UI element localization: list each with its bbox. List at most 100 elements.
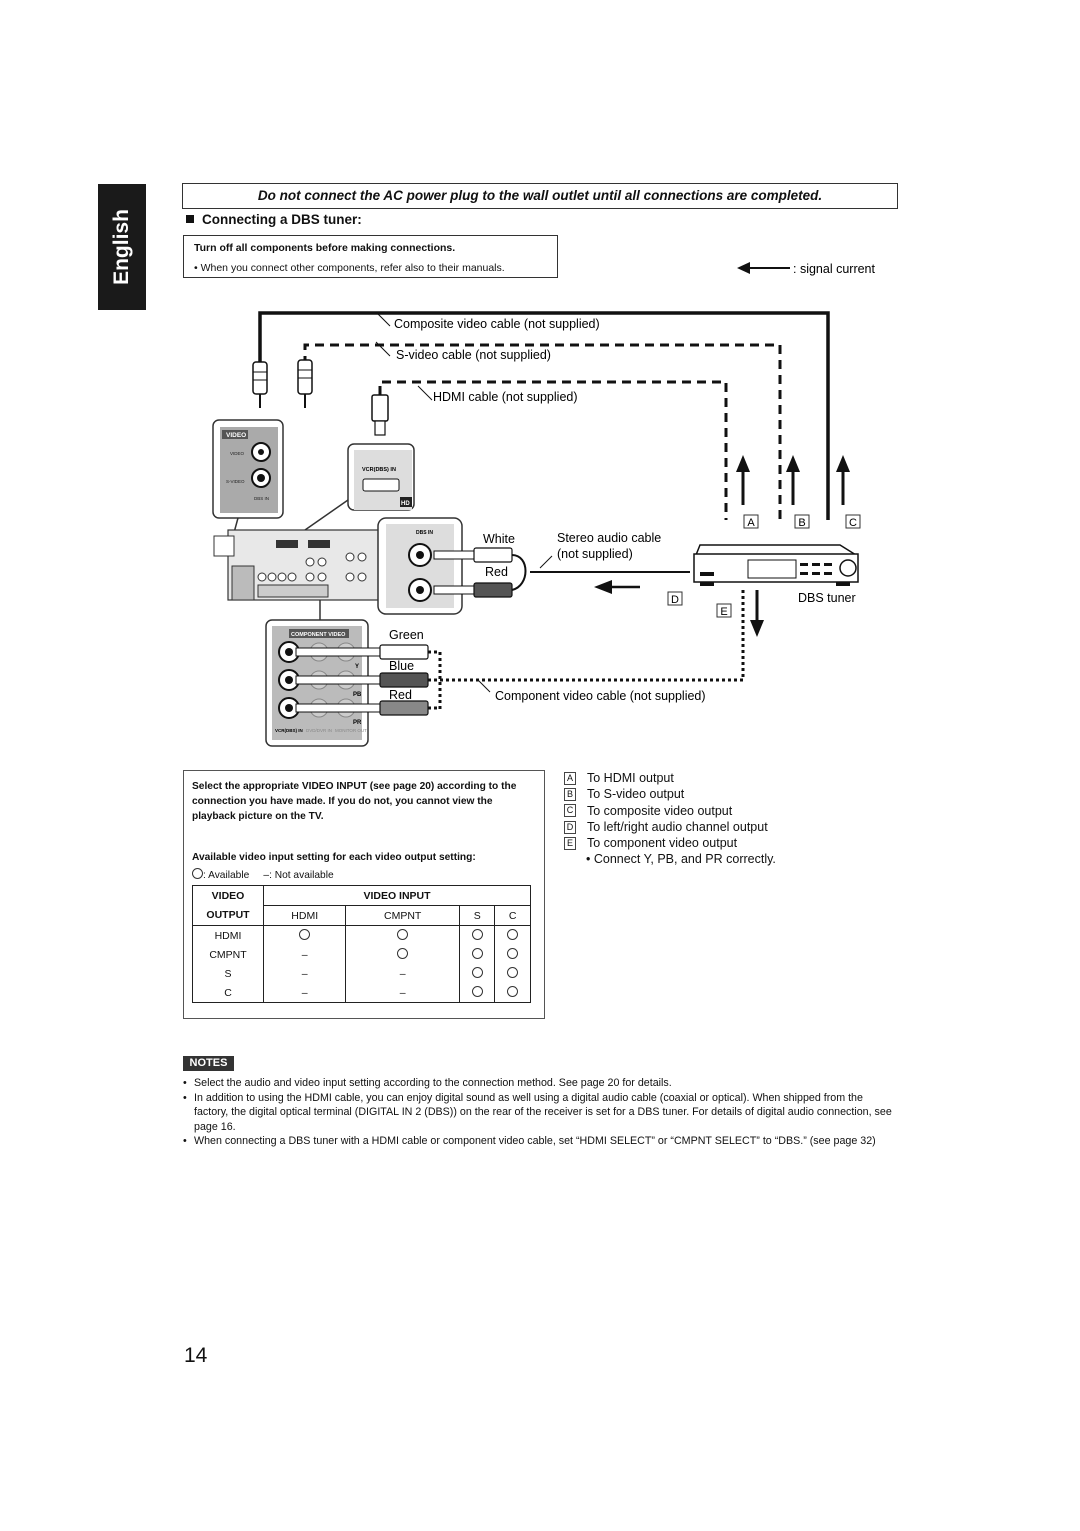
available-circle-icon xyxy=(458,964,496,983)
svg-text:VIDEO: VIDEO xyxy=(230,451,245,456)
svideo-plug-icon xyxy=(297,359,313,408)
subheader-cmpnt: CMPNT xyxy=(345,905,460,926)
notes-badge: NOTES xyxy=(183,1056,234,1071)
table-row: CMPNT– xyxy=(192,945,531,964)
notes-list: Select the audio and video input setting… xyxy=(183,1076,897,1149)
up-arrow-icons xyxy=(736,455,850,505)
video-panel-inset: VIDEO VIDEO S-VIDEO DBS IN xyxy=(212,419,284,541)
stereo-cable-label-2: (not supplied) xyxy=(557,547,633,561)
svg-text:A: A xyxy=(747,517,755,529)
available-circle-icon xyxy=(458,945,496,964)
svideo-cable-label: S-video cable (not supplied) xyxy=(396,348,551,362)
row-label: C xyxy=(192,983,264,1003)
row-label: CMPNT xyxy=(192,945,264,964)
available-circle-icon xyxy=(458,983,496,1003)
language-tab: English xyxy=(98,184,146,310)
table-row: C–– xyxy=(192,983,531,1003)
hdmi-panel-inset: VCR(DBS) IN HD xyxy=(304,443,415,531)
legend-bullet: • Connect Y, PB, and PR correctly. xyxy=(586,852,776,867)
subheader-c: C xyxy=(494,905,531,926)
section-heading: Connecting a DBS tuner: xyxy=(186,212,362,227)
key-boxes: A B C D E xyxy=(667,514,861,618)
signal-current-arrow-icon xyxy=(737,262,790,274)
available-circle-icon xyxy=(192,868,203,879)
available-circle-icon xyxy=(507,966,519,978)
dbs-tuner-device xyxy=(693,544,859,586)
svg-text:VCR(DBS) IN: VCR(DBS) IN xyxy=(362,467,396,473)
audio-signal-arrow-icon xyxy=(594,580,640,594)
svg-text:DVD/DVR IN: DVD/DVR IN xyxy=(306,728,332,733)
available-circle-icon xyxy=(507,947,519,959)
header-output: OUTPUT xyxy=(192,905,264,926)
svg-text:Y: Y xyxy=(355,664,359,670)
note-item: In addition to using the HDMI cable, you… xyxy=(183,1091,897,1135)
stereo-cable-label: Stereo audio cable xyxy=(557,531,661,545)
header-video: VIDEO xyxy=(192,885,264,906)
page-number: 14 xyxy=(184,1344,208,1367)
available-circle-icon xyxy=(458,925,496,945)
available-circle-icon xyxy=(345,945,460,964)
available-settings-title: Available video input setting for each v… xyxy=(192,852,476,863)
available-circle-icon xyxy=(494,964,531,983)
signal-current-label: : signal current xyxy=(793,262,876,276)
svg-text:VCR(DBS) IN: VCR(DBS) IN xyxy=(275,728,303,733)
table-cell: – xyxy=(262,945,347,964)
table-cell: – xyxy=(262,983,347,1003)
component-plugs-icon xyxy=(295,644,440,716)
svg-text:S-VIDEO: S-VIDEO xyxy=(226,479,245,484)
audio-panel-inset: DBS IN xyxy=(377,517,463,615)
available-circle-icon xyxy=(471,985,483,997)
hdmi-plug-icon xyxy=(371,394,389,436)
table-row: HDMI xyxy=(192,925,531,945)
svg-text:PR: PR xyxy=(353,720,362,726)
subheader-s: S xyxy=(458,905,496,926)
available-circle-icon xyxy=(494,925,531,945)
available-circle-icon xyxy=(299,928,311,940)
component-blue-label: Blue xyxy=(389,659,414,673)
component-green-label: Green xyxy=(389,628,424,642)
availability-key: : Available –: Not available xyxy=(192,868,334,881)
connection-diagram: : signal current Composite video cable (… xyxy=(212,262,876,747)
hdmi-cable-line xyxy=(378,380,728,520)
key-c-icon: C xyxy=(564,804,576,818)
svg-text:DBS IN: DBS IN xyxy=(254,496,269,501)
audio-plugs-icon xyxy=(433,547,690,598)
available-circle-icon xyxy=(507,928,519,940)
composite-cable-label: Composite video cable (not supplied) xyxy=(394,317,600,331)
subheader-hdmi: HDMI xyxy=(262,905,347,926)
table-cell: – xyxy=(345,964,460,983)
section-heading-text: Connecting a DBS tuner: xyxy=(202,212,362,227)
receiver-rear-panel xyxy=(213,529,389,601)
svg-text:DBS IN: DBS IN xyxy=(416,530,433,536)
precaution-line-1: Turn off all components before making co… xyxy=(194,242,456,254)
hdmi-cable-label: HDMI cable (not supplied) xyxy=(433,390,578,404)
available-circle-icon xyxy=(262,925,347,945)
svg-text:COMPONENT VIDEO: COMPONENT VIDEO xyxy=(291,632,346,638)
available-circle-icon xyxy=(471,947,483,959)
svg-text:PB: PB xyxy=(353,692,362,698)
available-circle-icon xyxy=(507,985,519,997)
dbs-tuner-label: DBS tuner xyxy=(798,591,856,605)
available-circle-icon xyxy=(397,928,409,940)
svg-text:C: C xyxy=(849,517,857,529)
composite-cable-line xyxy=(258,311,830,520)
available-circle-icon xyxy=(397,947,409,959)
key-a-icon: A xyxy=(564,771,576,785)
svg-text:E: E xyxy=(720,606,727,618)
composite-plug-icon xyxy=(252,361,268,408)
svg-text:VIDEO: VIDEO xyxy=(226,432,246,439)
available-circle-icon xyxy=(471,928,483,940)
warning-banner: Do not connect the AC power plug to the … xyxy=(182,183,898,209)
table-row: S–– xyxy=(192,964,531,983)
key-d-icon: D xyxy=(564,820,576,834)
precaution-box: Turn off all components before making co… xyxy=(183,235,558,278)
available-circle-icon xyxy=(494,945,531,964)
video-input-instruction: Select the appropriate VIDEO INPUT (see … xyxy=(192,781,517,823)
